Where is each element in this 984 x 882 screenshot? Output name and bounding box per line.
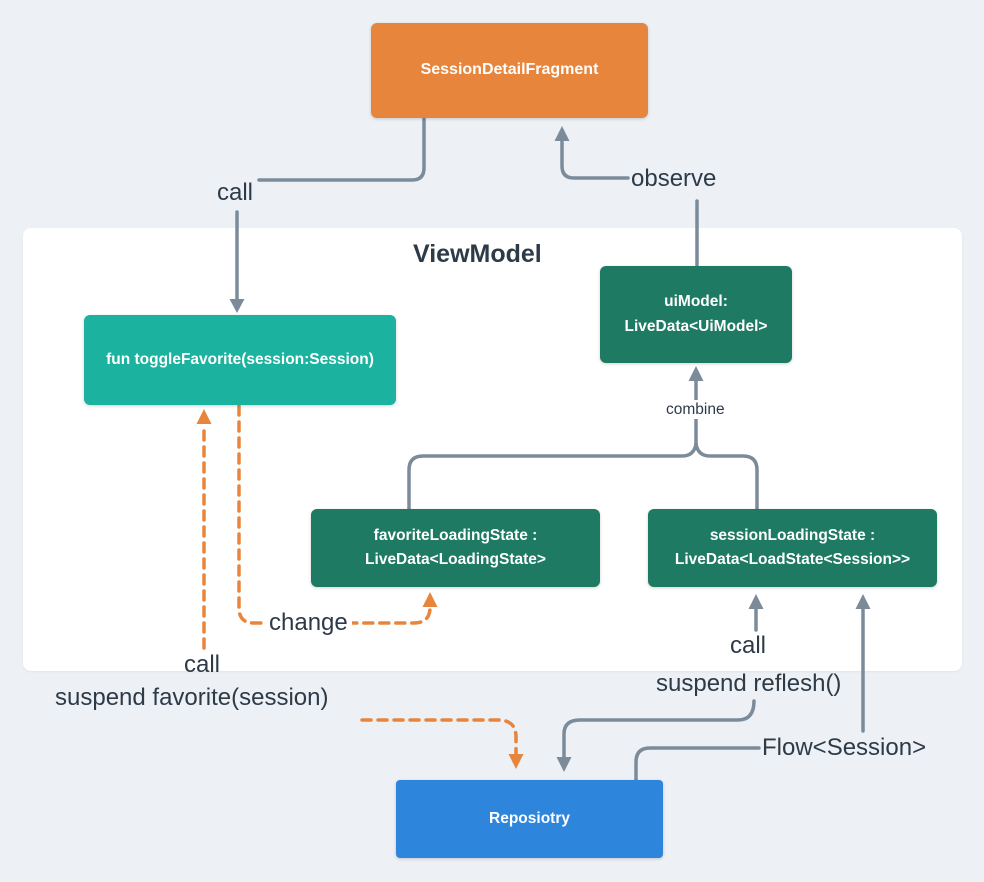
edge-label-flow-session: Flow<Session> <box>762 734 927 761</box>
edge-favorite-to-repository <box>360 718 518 757</box>
edge-label-call-top: call <box>217 179 254 206</box>
arrowhead-up-uimodel <box>688 366 704 381</box>
edge-label-suspend-favorite: suspend favorite(session) <box>55 684 329 711</box>
edge-combine-branch-left <box>407 442 698 511</box>
edge-label-observe: observe <box>631 165 717 192</box>
edge-fragment-to-call <box>257 117 426 182</box>
node-favorite-loading-line2: LiveData<LoadingState> <box>365 551 546 568</box>
node-ui-model-line1: uiModel: <box>664 293 728 311</box>
arrowhead-down-repository-favorite <box>508 754 524 769</box>
arrowhead-up-togglefavorite <box>196 409 212 424</box>
viewmodel-panel-title: ViewModel <box>413 240 542 268</box>
edge-combine-branch-right <box>694 442 759 511</box>
arrowhead-up-fragment <box>554 126 570 141</box>
node-session-loading-line2: LiveData<LoadState<Session>> <box>674 551 911 568</box>
node-toggle-favorite-label: fun toggleFavorite(session:Session) <box>106 350 374 368</box>
arrowhead-up-sessionloading-flow <box>855 594 871 609</box>
edge-label-call-bottom-left: call <box>184 651 221 678</box>
arrowhead-down-togglefavorite <box>229 299 245 313</box>
node-favorite-loading-state: favoriteLoadingState : LiveData<LoadingS… <box>311 509 600 587</box>
edge-label-change: change <box>265 609 352 637</box>
arrowhead-up-favoriteloading <box>422 592 438 607</box>
arrowhead-up-sessionloading-call <box>748 594 764 609</box>
node-repository-label: Reposiotry <box>489 809 570 827</box>
node-ui-model-line2: LiveData<UiModel> <box>624 317 768 335</box>
node-favorite-loading-line1: favoriteLoadingState : <box>373 526 538 544</box>
edge-repository-to-flow <box>634 746 761 782</box>
node-session-loading-line1: sessionLoadingState : <box>709 526 876 544</box>
node-ui-model-livedata: uiModel: LiveData<UiModel> <box>600 266 792 363</box>
edge-label-combine: combine <box>662 400 729 420</box>
edge-change-to-favoriteloading <box>237 404 432 625</box>
edge-label-suspend-reflesh: suspend reflesh() <box>656 670 842 697</box>
node-repository: Reposiotry <box>396 780 663 858</box>
arrowhead-down-repository-refresh <box>556 757 572 772</box>
viewmodel-container-panel <box>23 228 962 671</box>
edge-observe-to-fragment <box>560 138 630 180</box>
edge-refresh-to-repository <box>562 699 756 759</box>
node-session-detail-fragment-label: SessionDetailFragment <box>420 61 599 79</box>
node-toggle-favorite-method: fun toggleFavorite(session:Session) <box>84 315 396 405</box>
node-session-loading-state: sessionLoadingState : LiveData<LoadState… <box>648 509 937 587</box>
edge-label-call-bottom-right: call <box>730 632 767 659</box>
node-session-detail-fragment: SessionDetailFragment <box>371 23 648 118</box>
